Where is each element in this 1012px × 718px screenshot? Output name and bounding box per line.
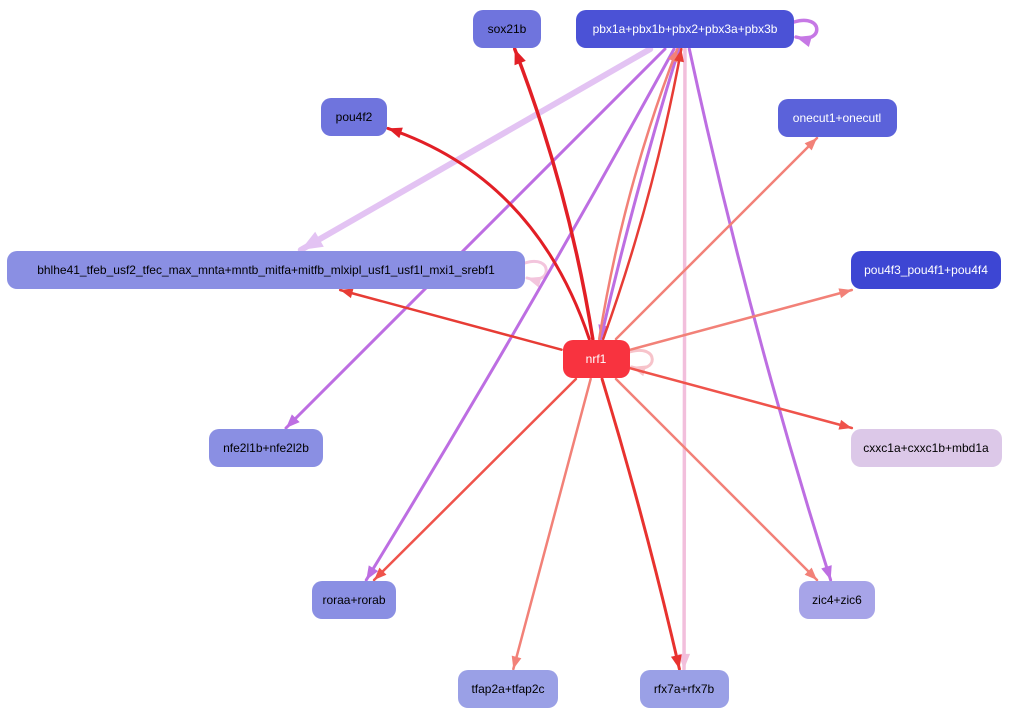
edge-nrf1-to-cxxc1a	[629, 367, 854, 430]
node-label: onecut1+onecutl	[792, 111, 882, 125]
node-label: nrf1	[585, 352, 607, 366]
arrowhead-icon	[340, 288, 354, 299]
node-pou4f3[interactable]: pou4f3_pou4f1+pou4f4	[851, 251, 1001, 289]
edge-nrf1-to-pou4f3	[629, 288, 854, 351]
edge-nrf1-to-tfap2a	[511, 377, 592, 671]
node-nrf1[interactable]: nrf1	[562, 340, 630, 378]
arrowhead-icon	[796, 35, 813, 47]
node-label: pou4f3_pou4f1+pou4f4	[864, 263, 988, 277]
node-rfx7a[interactable]: rfx7a+rfx7b	[639, 670, 729, 708]
node-label: cxxc1a+cxxc1b+mbd1a	[863, 441, 989, 455]
arrowhead-icon	[838, 419, 852, 430]
edge-nrf1-to-zic4	[614, 377, 819, 582]
edge-nrf1-to-rfx7a	[600, 377, 682, 671]
arrowhead-icon	[804, 138, 817, 151]
arrowhead-icon	[821, 565, 832, 580]
node-nfe2l1b[interactable]: nfe2l1b+nfe2l2b	[209, 429, 323, 467]
node-label: bhlhe41_tfeb_usf2_tfec_max_mnta+mntb_mit…	[37, 263, 495, 277]
edge-bhlhe41-to-bhlhe41	[523, 259, 548, 288]
node-label: roraa+rorab	[322, 593, 386, 607]
node-label: rfx7a+rfx7b	[653, 682, 715, 696]
arrowhead-icon	[388, 127, 403, 139]
node-cxxc1a[interactable]: cxxc1a+cxxc1b+mbd1a	[850, 429, 1002, 467]
edge-nrf1-to-sox21b	[512, 47, 595, 341]
edge-nrf1-to-onecut1	[614, 136, 819, 341]
arrowhead-icon	[527, 276, 542, 288]
node-pou4f2[interactable]: pou4f2	[321, 98, 387, 136]
node-label: zic4+zic6	[812, 593, 862, 607]
node-label: tfap2a+tfap2c	[471, 682, 545, 696]
node-sox21b[interactable]: sox21b	[473, 10, 541, 48]
arrowhead-icon	[674, 49, 684, 63]
arrowhead-icon	[670, 654, 682, 669]
arrowhead-icon	[374, 567, 387, 580]
edge-nrf1-to-pbx	[601, 47, 684, 341]
arrowhead-icon	[366, 565, 379, 580]
arrowhead-icon	[511, 655, 522, 669]
edge-pbx-to-nfe2l1b	[284, 47, 667, 430]
node-zic4[interactable]: zic4+zic6	[799, 581, 875, 619]
edge-nrf1-to-pou4f2	[386, 126, 591, 341]
node-label: nfe2l1b+nfe2l2b	[223, 441, 309, 455]
arrowhead-icon	[838, 288, 852, 299]
edge-pbx-to-rfx7a	[678, 47, 691, 671]
arrowhead-icon	[804, 567, 817, 580]
edge-pbx-to-nrf1	[598, 47, 681, 341]
node-label: sox21b	[487, 22, 527, 36]
node-pbx[interactable]: pbx1a+pbx1b+pbx2+pbx3a+pbx3b	[576, 10, 794, 48]
node-onecut1[interactable]: onecut1+onecutl	[777, 99, 897, 137]
edge-pbx-to-pbx	[792, 18, 819, 47]
edge-nrf1-to-roraa	[372, 377, 578, 582]
edge-pbx-to-bhlhe41	[297, 46, 654, 253]
arrowhead-icon	[286, 414, 300, 428]
node-label: pbx1a+pbx1b+pbx2+pbx3a+pbx3b	[592, 22, 778, 36]
edge-nrf1-to-bhlhe41	[338, 288, 563, 351]
arrowhead-icon	[514, 49, 526, 66]
node-bhlhe41[interactable]: bhlhe41_tfeb_usf2_tfec_max_mnta+mntb_mit…	[7, 251, 525, 289]
arrowhead-icon	[300, 231, 324, 250]
node-label: pou4f2	[335, 110, 373, 124]
edge-pbx-to-roraa	[364, 47, 676, 582]
node-roraa[interactable]: roraa+rorab	[312, 581, 396, 619]
node-tfap2a[interactable]: tfap2a+tfap2c	[458, 670, 558, 708]
